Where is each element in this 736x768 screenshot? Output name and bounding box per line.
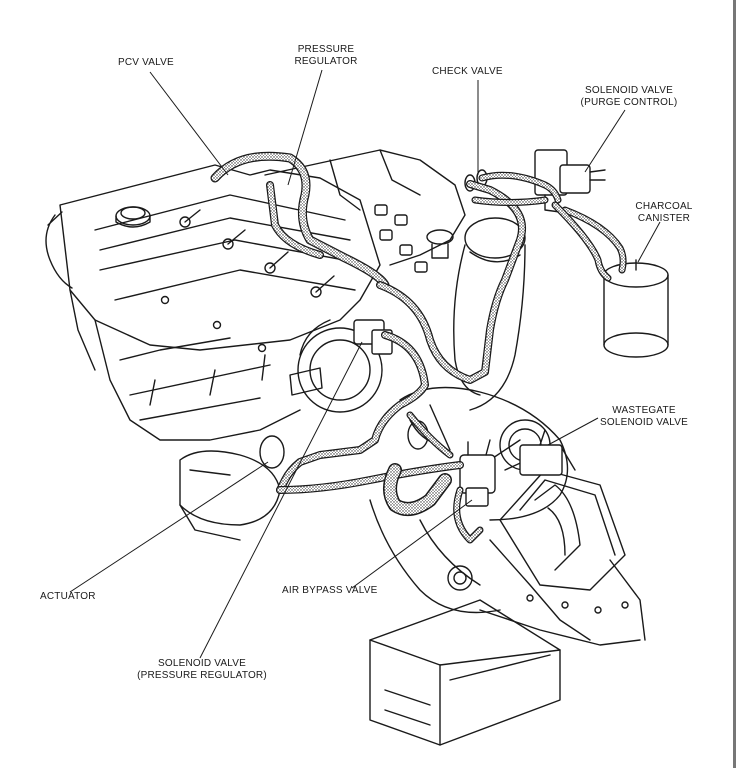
engine-block bbox=[45, 164, 381, 441]
label-charcoal-canister-line2: CANISTER bbox=[637, 213, 691, 224]
label-pressure-regulator: PRESSURE REGULATOR bbox=[286, 44, 366, 68]
label-wastegate-solenoid-line1: WASTEGATE bbox=[612, 405, 676, 416]
vacuum-hoses bbox=[210, 151, 627, 544]
label-solenoid-purge: SOLENOID VALVE (PURGE CONTROL) bbox=[574, 85, 684, 109]
exhaust-manifold bbox=[369, 499, 646, 646]
intake-plenum bbox=[264, 149, 466, 273]
label-solenoid-pressure-line2: (PRESSURE REGULATOR) bbox=[137, 670, 267, 681]
air-bypass-part bbox=[459, 439, 496, 507]
label-solenoid-pressure-line1: SOLENOID VALVE bbox=[157, 658, 246, 669]
label-wastegate-solenoid: WASTEGATE SOLENOID VALVE bbox=[588, 405, 700, 429]
label-pressure-regulator-line1: PRESSURE bbox=[297, 44, 355, 55]
leader-pcv-valve bbox=[149, 71, 229, 176]
label-charcoal-canister-line1: CHARCOAL bbox=[635, 201, 693, 212]
label-air-bypass-valve: AIR BYPASS VALVE bbox=[282, 585, 378, 596]
leader-air-bypass bbox=[351, 499, 473, 589]
charcoal-canister-part bbox=[603, 259, 669, 358]
label-solenoid-pressure: SOLENOID VALVE (PRESSURE REGULATOR) bbox=[122, 658, 282, 682]
label-charcoal-canister: CHARCOAL CANISTER bbox=[628, 201, 700, 225]
leader-actuator bbox=[69, 461, 269, 593]
lower-air-box bbox=[369, 599, 561, 746]
label-solenoid-purge-line2: (PURGE CONTROL) bbox=[580, 97, 678, 108]
leader-lines bbox=[69, 69, 661, 659]
label-solenoid-purge-line1: SOLENOID VALVE bbox=[584, 85, 673, 96]
spark-plugs bbox=[179, 209, 335, 298]
oil-filler-cap bbox=[115, 206, 151, 228]
leader-pressure-regulator bbox=[287, 69, 323, 186]
leader-charcoal-canister bbox=[637, 221, 661, 263]
label-pcv-valve: PCV VALVE bbox=[118, 57, 174, 68]
label-actuator: ACTUATOR bbox=[40, 591, 96, 602]
leader-solenoid-pressure bbox=[199, 341, 363, 659]
leader-wastegate-solenoid bbox=[547, 417, 599, 446]
label-check-valve: CHECK VALVE bbox=[432, 66, 503, 77]
scan-edge bbox=[733, 0, 736, 768]
wastegate-solenoid-part bbox=[519, 429, 563, 476]
label-pressure-regulator-line2: REGULATOR bbox=[294, 56, 358, 67]
actuator-part bbox=[179, 435, 285, 541]
leader-solenoid-purge bbox=[584, 109, 626, 173]
label-wastegate-solenoid-line2: SOLENOID VALVE bbox=[599, 417, 688, 428]
cam-pulley bbox=[297, 319, 383, 413]
